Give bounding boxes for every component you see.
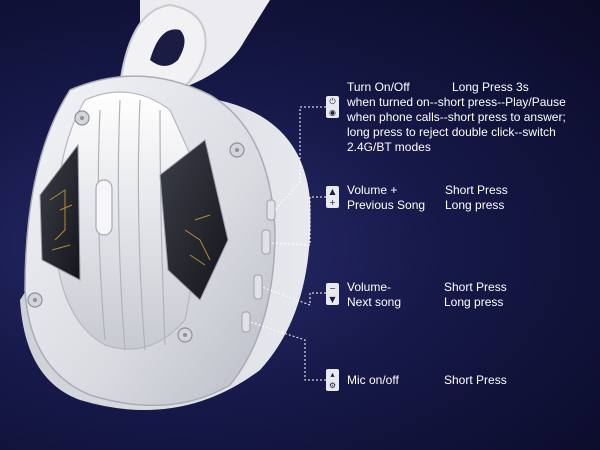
volume-down-icon: −▼ xyxy=(326,283,339,305)
volume-up-title: Volume + xyxy=(347,183,398,197)
power-line-4: long press to reject double click--switc… xyxy=(347,125,556,139)
power-title: Turn On/Off xyxy=(347,80,410,94)
next-song-label: Next song xyxy=(347,295,402,309)
previous-song-label: Previous Song xyxy=(347,198,426,212)
leader-lines xyxy=(249,106,326,381)
left-circuit-window xyxy=(39,143,81,281)
center-capsule xyxy=(95,179,113,236)
power-line-5: 2.4G/BT modes xyxy=(347,140,431,154)
volume-down-title: Volume- xyxy=(347,280,392,294)
mic-action: Short Press xyxy=(444,373,507,387)
volume-up-icon: ▲+ xyxy=(326,186,339,208)
button-volume-down xyxy=(253,274,263,300)
volume-up-action: Short Press xyxy=(445,183,508,197)
volume-down-action: Short Press xyxy=(444,280,507,294)
mic-title: Mic on/off xyxy=(347,373,399,387)
button-mic xyxy=(241,311,251,333)
power-line-3: when phone calls--short press to answer; xyxy=(347,110,566,124)
button-volume-up xyxy=(261,229,271,255)
previous-song-action: Long press xyxy=(445,198,505,212)
mic-icon: ▴⚙ xyxy=(326,369,339,391)
power-play-icon: ⏻◉ xyxy=(326,96,339,118)
power-title-action: Long Press 3s xyxy=(452,80,529,94)
button-power xyxy=(266,199,276,221)
next-song-action: Long press xyxy=(444,295,504,309)
right-circuit-window xyxy=(159,139,229,301)
power-line-2: when turned on--short press--Play/Pause xyxy=(347,95,566,109)
